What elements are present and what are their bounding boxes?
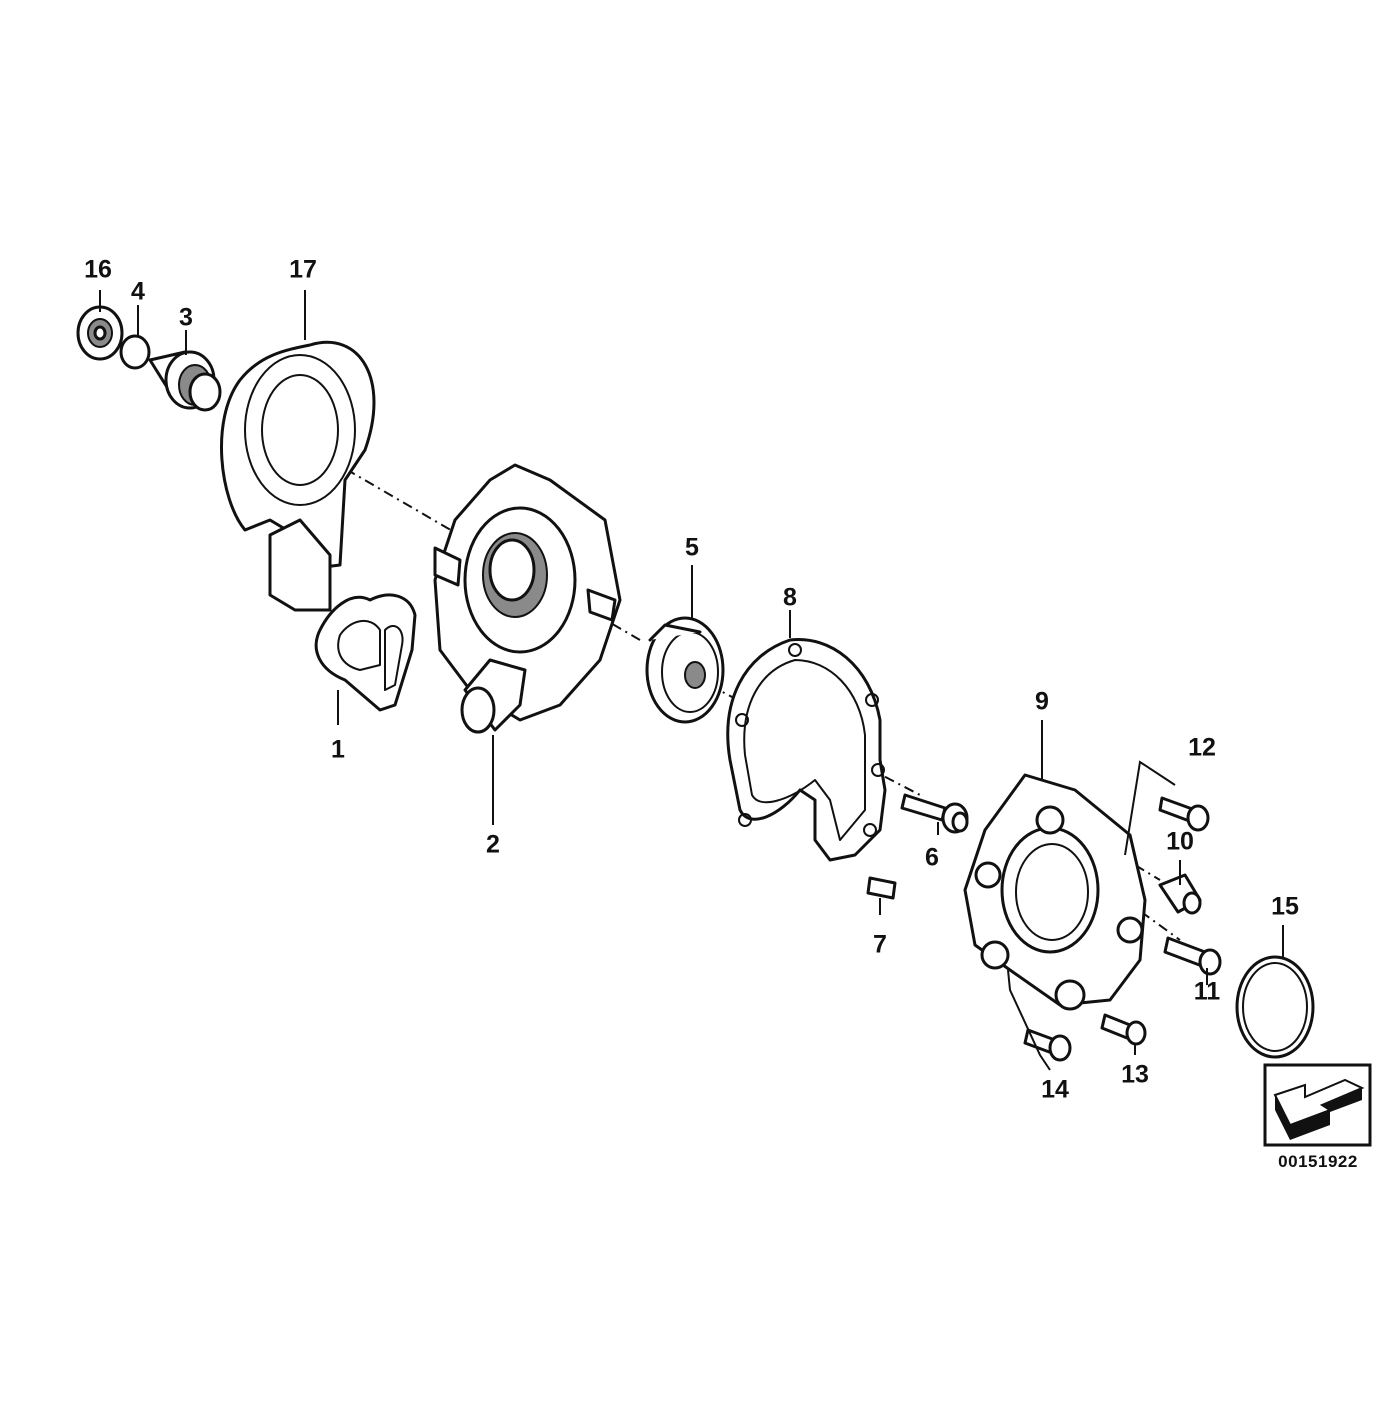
callout-12: 12 [1188, 733, 1216, 762]
part-13-bolt [1100, 1013, 1147, 1046]
diagram-reference-code: 00151922 [1278, 1152, 1358, 1171]
part-11-bolt [1163, 936, 1222, 976]
part-16-seal [76, 305, 124, 361]
callout-11: 11 [1193, 977, 1221, 1006]
part-4-o-ring [119, 334, 151, 370]
part-7-dowel-pin [866, 876, 897, 900]
callout-5: 5 [685, 533, 699, 562]
part-3-bushing [148, 350, 222, 412]
part-15-o-ring [1235, 955, 1315, 1059]
callout-4: 4 [131, 277, 145, 306]
leader-lines [99, 290, 1284, 1071]
callout-2: 2 [486, 830, 500, 859]
callout-1: 1 [331, 735, 345, 764]
callout-13: 13 [1121, 1060, 1149, 1089]
callout-9: 9 [1035, 687, 1049, 716]
part-9-cover [963, 773, 1147, 1011]
callout-6: 6 [925, 843, 939, 872]
callout-15: 15 [1271, 892, 1299, 921]
part-17-shield-plate [220, 340, 376, 612]
part-1-gasket [314, 593, 417, 712]
part-10-plug [1158, 873, 1202, 915]
direction-arrow-icon [1263, 1063, 1372, 1147]
part-12-bolt [1158, 796, 1210, 832]
callout-8: 8 [783, 583, 797, 612]
callout-16: 16 [84, 255, 112, 284]
part-2-pump-housing [433, 463, 622, 734]
part-14-bolt [1023, 1028, 1072, 1062]
part-8-gasket [726, 637, 887, 862]
callout-3: 3 [179, 303, 193, 332]
callout-7: 7 [873, 930, 887, 959]
callout-17: 17 [289, 255, 317, 284]
part-6-bolt [900, 793, 969, 834]
callout-10: 10 [1166, 827, 1194, 856]
assembly-axis-bolt-12 [1059, 819, 1161, 881]
part-5-impeller [645, 616, 725, 724]
callout-14: 14 [1041, 1075, 1069, 1104]
